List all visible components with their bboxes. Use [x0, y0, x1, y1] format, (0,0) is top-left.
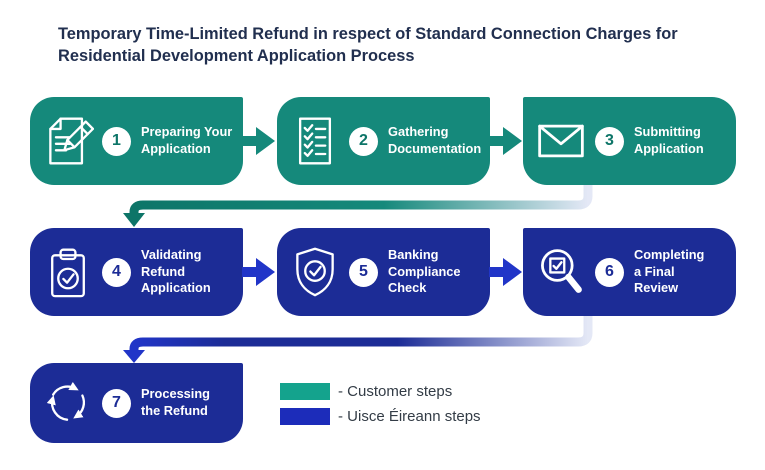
step-number-badge: 6	[595, 257, 624, 287]
flow-arrow-right-icon	[242, 127, 275, 155]
step-number-badge: 1	[102, 126, 131, 156]
step-label: Banking Compliance Check	[388, 247, 461, 296]
step-box-processing-refund: 7 Processing the Refund	[30, 363, 243, 443]
uisce-eireann-steps-swatch	[280, 408, 330, 425]
legend-item-uisce-eireann: - Uisce Éireann steps	[280, 408, 481, 425]
legend-customer-label: - Customer steps	[338, 383, 453, 400]
step-number-badge: 3	[595, 126, 624, 156]
step-label: Processing the Refund	[141, 386, 210, 418]
flow-arrow-right-icon	[489, 127, 522, 155]
step-box-validating-refund: 4 Validating Refund Application	[30, 228, 243, 316]
step-label: Validating Refund Application	[141, 247, 211, 296]
legend-uisce-eireann-label: - Uisce Éireann steps	[338, 408, 481, 425]
step-number-badge: 4	[102, 257, 131, 287]
step-label: Submitting Application	[634, 124, 704, 156]
step-label: Preparing Your Application	[141, 124, 233, 156]
connector-row1-to-row2	[123, 168, 593, 227]
step-number-badge: 5	[349, 257, 378, 287]
connector-row2-to-row3	[123, 303, 593, 363]
step-box-banking-compliance: 5 Banking Compliance Check	[277, 228, 490, 316]
magnifier-check-icon	[541, 249, 582, 293]
step-label: Completing a Final Review	[634, 247, 705, 296]
clipboard-check-icon	[51, 248, 85, 298]
step-box-preparing-application: 1 Preparing Your Application	[30, 97, 243, 185]
flow-arrow-right-icon	[489, 258, 522, 286]
envelope-icon	[538, 124, 584, 158]
step-label: Gathering Documentation	[388, 124, 482, 156]
step-box-final-review: 6 Completing a Final Review	[523, 228, 736, 316]
step-number-badge: 7	[102, 388, 131, 418]
shield-check-icon	[296, 247, 334, 297]
checklist-icon	[298, 117, 332, 165]
legend-item-customer: - Customer steps	[280, 383, 452, 400]
step-number-badge: 2	[349, 126, 378, 156]
customer-steps-swatch	[280, 383, 330, 400]
flow-arrow-right-icon	[242, 258, 275, 286]
arrow-down-icon	[123, 213, 145, 227]
step-box-gathering-documentation: 2 Gathering Documentation	[277, 97, 490, 185]
page-title: Temporary Time-Limited Refund in respect…	[58, 25, 678, 65]
refresh-arrows-icon	[46, 381, 86, 421]
document-pencil-icon	[49, 117, 94, 165]
step-box-submitting-application: 3 Submitting Application	[523, 97, 736, 185]
arrow-down-icon	[123, 350, 145, 363]
